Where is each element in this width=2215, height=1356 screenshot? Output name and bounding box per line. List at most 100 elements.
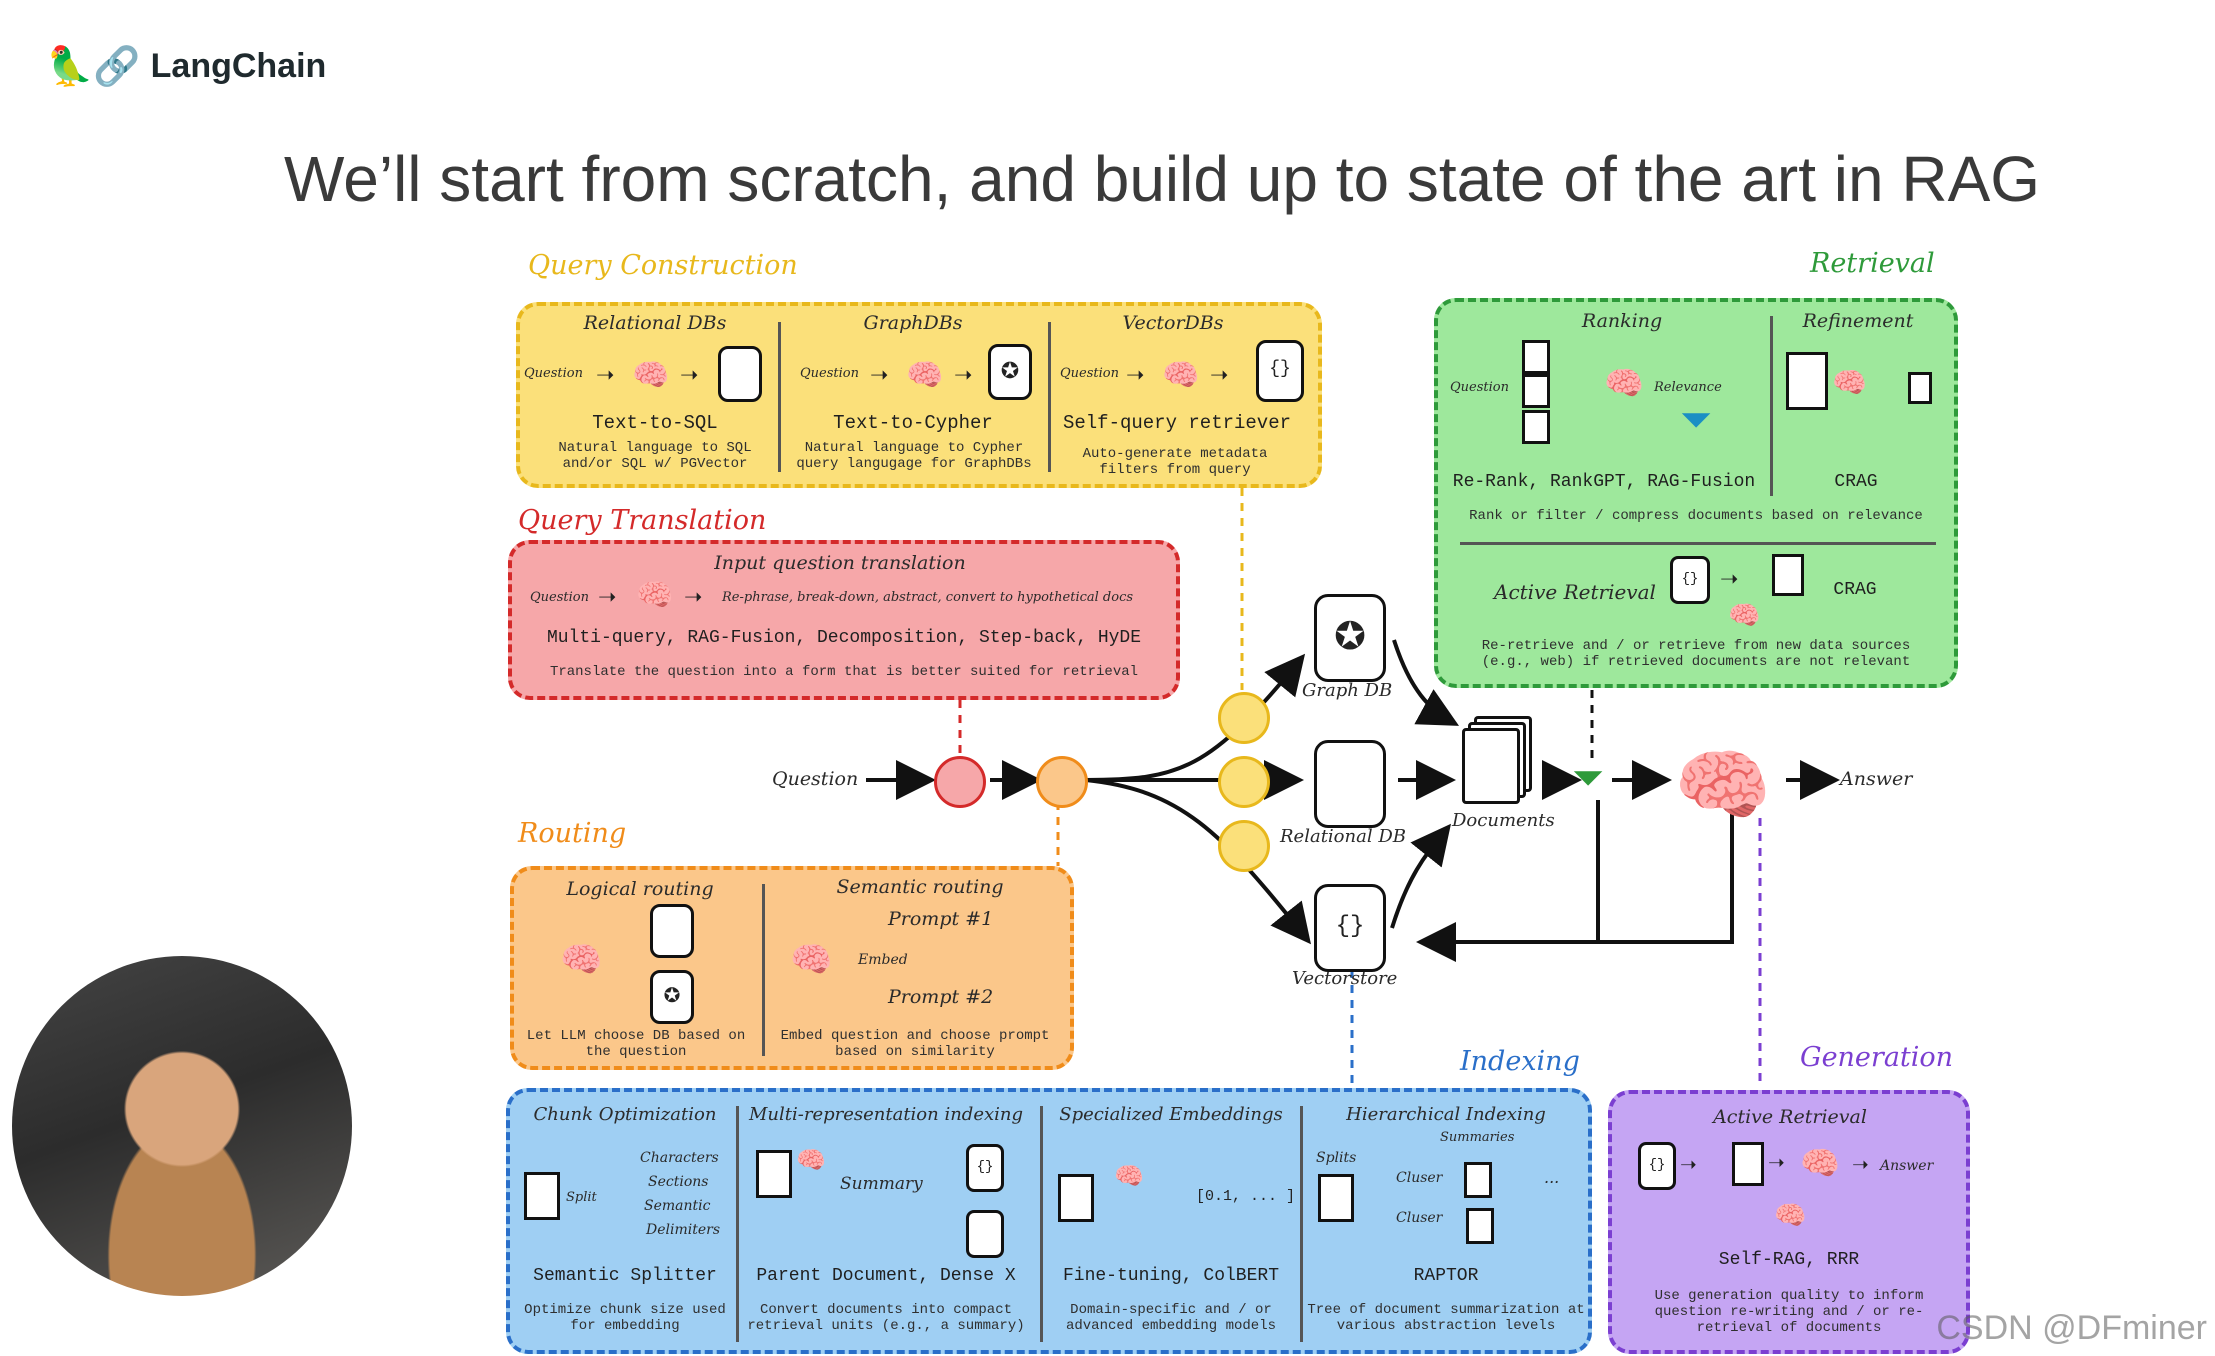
llm-brain-icon: 🧠 bbox=[1674, 741, 1772, 829]
watermark: CSDN @DFminer bbox=[1936, 1309, 2207, 1347]
fine-tuning-title: Fine-tuning, ColBERT bbox=[1062, 1266, 1280, 1286]
query-construction-panel bbox=[516, 302, 1322, 488]
vector-database-icon: {} bbox=[1638, 1142, 1676, 1190]
relational-db-icon bbox=[1314, 740, 1386, 828]
brain-icon: 🧠 bbox=[790, 941, 833, 979]
routing-panel bbox=[510, 866, 1074, 1070]
relational-dbs-heading: Relational DBs bbox=[583, 312, 727, 334]
qt-flow-result: Re-phrase, break-down, abstract, convert… bbox=[722, 590, 1134, 605]
brand-name: LangChain bbox=[150, 47, 327, 85]
semantic-splitter-title: Semantic Splitter bbox=[533, 1266, 717, 1286]
relevance-label: Relevance bbox=[1654, 380, 1722, 395]
arrow-right-icon: ➝ bbox=[954, 362, 973, 387]
text-to-sql-title: Text-to-SQL bbox=[592, 412, 718, 434]
brain-icon: 🧠 bbox=[636, 579, 674, 612]
arrow-right-icon: ➝ bbox=[1126, 362, 1145, 387]
brain-icon: 🧠 bbox=[796, 1147, 826, 1174]
vectordbs-heading: VectorDBs bbox=[1122, 312, 1224, 334]
option-sections: Sections bbox=[648, 1174, 709, 1190]
arrow-right-icon: ➝ bbox=[1210, 362, 1229, 387]
prompt-2-label: Prompt #2 bbox=[888, 986, 994, 1008]
database-icon bbox=[718, 346, 762, 402]
answer-label: Answer bbox=[1840, 768, 1913, 790]
input-question-translation-heading: Input question translation bbox=[714, 552, 966, 574]
query-translation-panel bbox=[508, 540, 1180, 700]
text-to-sql-desc: Natural language to SQL and/or SQL w/ PG… bbox=[558, 440, 752, 472]
document-icon bbox=[1732, 1142, 1764, 1186]
arrow-right-icon: ➝ bbox=[870, 362, 889, 387]
relational-db-label: Relational DB bbox=[1280, 826, 1406, 847]
parent-document-title: Parent Document, Dense X bbox=[756, 1266, 1016, 1286]
option-delimiters: Delimiters bbox=[646, 1222, 721, 1238]
ellipsis-label: ... bbox=[1544, 1168, 1560, 1187]
query-translation-label: Query Translation bbox=[518, 505, 767, 536]
active-retrieval-label: Active Retrieval bbox=[1494, 580, 1656, 604]
chunk-optimization-heading: Chunk Optimization bbox=[533, 1104, 717, 1125]
text-to-cypher-desc: Natural language to Cypher query languga… bbox=[796, 440, 1032, 472]
graph-database-icon: ✪ bbox=[650, 970, 694, 1024]
vector-database-icon: {} bbox=[966, 1144, 1004, 1192]
multi-representation-heading: Multi-representation indexing bbox=[748, 1104, 1024, 1125]
query-construction-node-3 bbox=[1218, 820, 1270, 872]
vector-database-icon: {} bbox=[1670, 556, 1710, 604]
generation-label: Generation bbox=[1800, 1042, 1954, 1073]
brain-icon: 🧠 bbox=[1604, 365, 1644, 401]
logical-routing-desc: Let LLM choose DB based on the question bbox=[526, 1028, 746, 1060]
semantic-routing-heading: Semantic routing bbox=[836, 876, 1004, 898]
document-icon bbox=[1522, 374, 1550, 408]
document-icon bbox=[756, 1150, 792, 1198]
filter-icon: ⏷ bbox=[1680, 398, 1712, 442]
retrieval-panel bbox=[1434, 298, 1958, 688]
self-rag-desc: Use generation quality to inform questio… bbox=[1654, 1288, 1924, 1336]
specialized-embeddings-heading: Specialized Embeddings bbox=[1059, 1104, 1283, 1125]
embedding-vector-label: [0.1, ... ] bbox=[1196, 1188, 1296, 1205]
raptor-desc: Tree of document summarization at variou… bbox=[1307, 1302, 1585, 1334]
qt-question-label: Question bbox=[530, 590, 589, 605]
indexing-label: Indexing bbox=[1460, 1046, 1580, 1077]
self-query-retriever-title: Self-query retriever bbox=[1062, 412, 1292, 434]
arrow-right-icon: ➝ bbox=[1720, 566, 1739, 591]
qc-question-label-2: Question bbox=[800, 366, 859, 381]
document-icon bbox=[1058, 1174, 1094, 1222]
page-title: We’ll start from scratch, and build up t… bbox=[284, 143, 2041, 215]
generation-active-retrieval-heading: Active Retrieval bbox=[1713, 1106, 1867, 1128]
option-characters: Characters bbox=[640, 1150, 719, 1166]
document-icon bbox=[1522, 340, 1550, 374]
document-icon bbox=[1908, 372, 1932, 404]
documents-label: Documents bbox=[1452, 810, 1555, 831]
brain-icon: 🧠 bbox=[1800, 1145, 1840, 1181]
fine-tuning-desc: Domain-specific and / or advanced embedd… bbox=[1065, 1302, 1277, 1334]
query-translation-title: Multi-query, RAG-Fusion, Decomposition, … bbox=[546, 628, 1142, 648]
arrow-right-icon: ➝ bbox=[684, 584, 703, 609]
semantic-routing-desc: Embed question and choose prompt based o… bbox=[780, 1028, 1050, 1060]
hierarchical-indexing-heading: Hierarchical Indexing bbox=[1346, 1104, 1546, 1125]
brain-icon: 🧠 bbox=[906, 359, 944, 392]
summaries-label: Summaries bbox=[1440, 1130, 1515, 1145]
query-translation-desc: Translate the question into a form that … bbox=[549, 664, 1139, 680]
splits-label: Splits bbox=[1316, 1150, 1357, 1166]
database-icon bbox=[650, 904, 694, 958]
arrow-right-icon: ➝ bbox=[1680, 1154, 1697, 1176]
vectorstore-icon: {} bbox=[1314, 884, 1386, 972]
query-construction-node-1 bbox=[1218, 692, 1270, 744]
self-rag-title: Self-RAG, RRR bbox=[1718, 1250, 1860, 1270]
arrow-right-icon: ➝ bbox=[680, 362, 699, 387]
parent-document-desc: Convert documents into compact retrieval… bbox=[747, 1302, 1025, 1334]
brain-icon: 🧠 bbox=[1728, 600, 1761, 630]
routing-node bbox=[1036, 756, 1088, 808]
prompt-1-label: Prompt #1 bbox=[888, 908, 994, 930]
vectorstore-label: Vectorstore bbox=[1292, 968, 1398, 989]
summary-label: Summary bbox=[840, 1174, 923, 1194]
query-construction-label: Query Construction bbox=[528, 250, 798, 281]
query-translation-node bbox=[934, 756, 986, 808]
raptor-title: RAPTOR bbox=[1413, 1266, 1479, 1286]
document-icon bbox=[1772, 554, 1804, 596]
split-label: Split bbox=[566, 1190, 597, 1205]
brain-icon: 🧠 bbox=[1774, 1200, 1807, 1230]
graph-db-icon: ✪ bbox=[1314, 594, 1386, 682]
brain-icon: 🧠 bbox=[1162, 359, 1200, 392]
brain-icon: 🧠 bbox=[1832, 367, 1867, 398]
graphdbs-heading: GraphDBs bbox=[863, 312, 963, 334]
generation-panel bbox=[1608, 1090, 1970, 1354]
document-icon bbox=[1466, 1208, 1494, 1244]
